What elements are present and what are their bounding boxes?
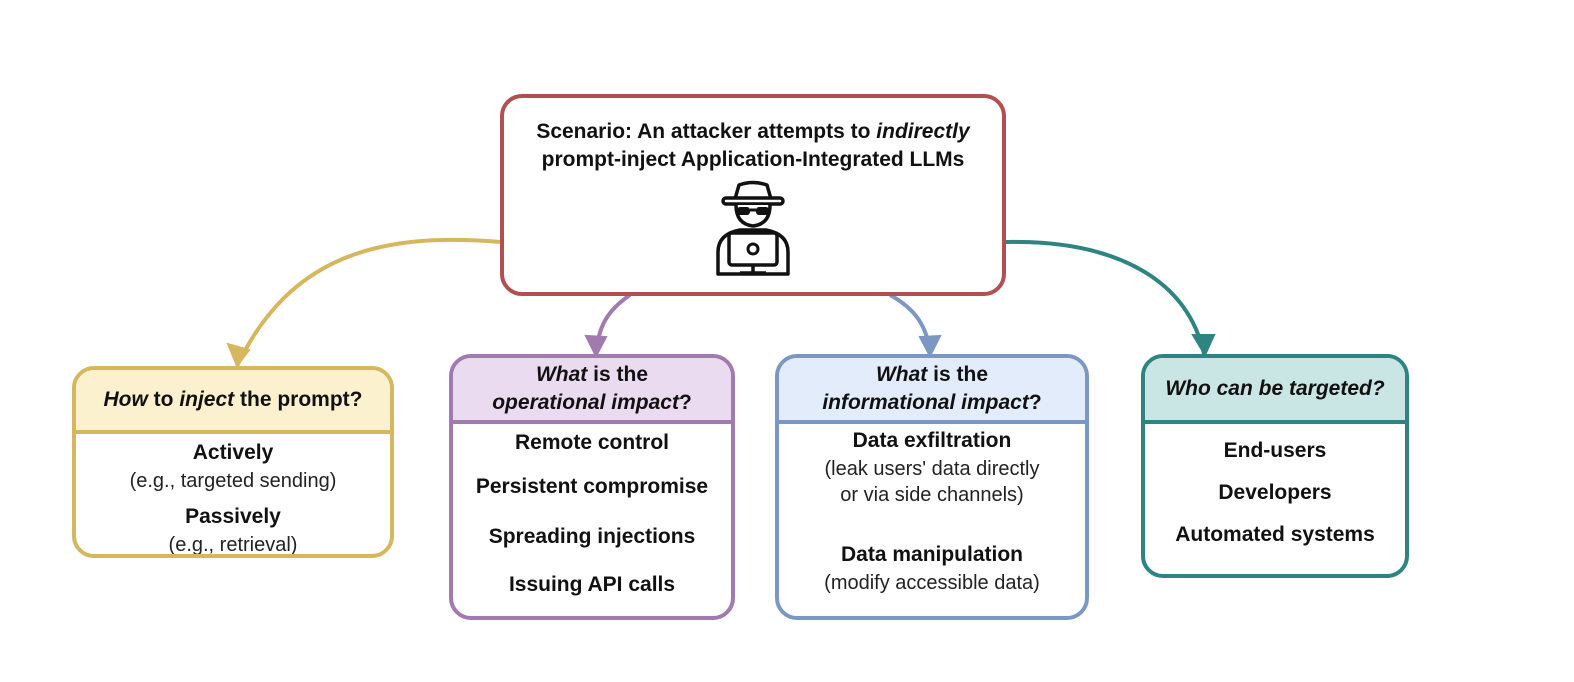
informational-item-data-exfiltration-detail2: or via side channels) xyxy=(840,484,1024,506)
informational-impact-header: What is the informational impact? xyxy=(779,358,1085,424)
how-title-post: the prompt? xyxy=(234,388,363,411)
informational-item-data-exfiltration-detail1: (leak users' data directly xyxy=(824,458,1040,480)
arrow-to-who-head xyxy=(1191,334,1216,358)
scenario-line1-text: Scenario: An attacker attempts to xyxy=(536,120,877,143)
how-title-emphasis-how: How xyxy=(103,388,148,411)
who-title-text: Who can be xyxy=(1165,377,1289,400)
operational-item-persistent-compromise: Persistent compromise xyxy=(475,475,709,498)
arrow-to-informational-head xyxy=(918,334,942,359)
informational-item-data-manipulation: Data manipulation xyxy=(840,543,1024,566)
who-title-emphasis-targeted: targeted? xyxy=(1289,377,1385,400)
informational-item-data-exfiltration: Data exfiltration xyxy=(852,429,1012,452)
how-title-emphasis-inject: inject xyxy=(179,388,235,411)
arrow-to-how xyxy=(235,237,501,367)
arrow-to-how-head xyxy=(226,342,251,369)
scenario-line1-emphasis: indirectly xyxy=(876,120,970,143)
informational-impact-box: What is the informational impact? Data e… xyxy=(775,354,1089,620)
who-item-automated-systems: Automated systems xyxy=(1175,523,1375,546)
operational-title-emphasis-what: What xyxy=(535,363,588,386)
informational-title-emphasis-what: What xyxy=(875,363,928,386)
arrow-to-operational-head xyxy=(584,334,608,359)
who-item-developers: Developers xyxy=(1218,481,1332,504)
how-item-passively: Passively xyxy=(185,505,281,528)
how-to-inject-header: How to inject the prompt? xyxy=(76,370,390,434)
hacker-laptop-icon xyxy=(716,180,790,276)
who-item-end-users: End-users xyxy=(1223,439,1327,462)
who-can-be-targeted-box: Who can be targeted? End-users Developer… xyxy=(1141,354,1409,578)
informational-title-line1: is the xyxy=(927,363,988,386)
informational-title-emphasis-impact: informational impact xyxy=(822,391,1029,414)
scenario-line2-text: prompt-inject Application-Integrated LLM… xyxy=(541,148,965,171)
operational-title-emphasis-impact: operational impact xyxy=(492,391,679,414)
operational-item-remote-control: Remote control xyxy=(514,431,669,454)
arrow-to-who xyxy=(1005,239,1206,355)
operational-title-line1: is the xyxy=(587,363,648,386)
operational-item-spreading-injections: Spreading injections xyxy=(488,525,696,548)
operational-impact-box: What is the operational impact? Remote c… xyxy=(449,354,735,620)
operational-impact-header: What is the operational impact? xyxy=(453,358,731,424)
how-item-actively: Actively xyxy=(192,441,274,464)
operational-title-qmark: ? xyxy=(678,391,692,414)
how-to-inject-box: How to inject the prompt? Actively (e.g.… xyxy=(72,366,394,558)
how-title-mid: to xyxy=(147,388,180,411)
informational-item-data-manipulation-detail: (modify accessible data) xyxy=(824,572,1040,594)
informational-title-qmark: ? xyxy=(1028,391,1042,414)
who-can-be-targeted-header: Who can be targeted? xyxy=(1145,358,1405,424)
how-item-passively-example: (e.g., retrieval) xyxy=(168,534,298,556)
how-item-actively-example: (e.g., targeted sending) xyxy=(129,470,337,492)
operational-item-issuing-api-calls: Issuing API calls xyxy=(508,573,676,596)
scenario-box: Scenario: An attacker attempts to indire… xyxy=(500,94,1006,296)
